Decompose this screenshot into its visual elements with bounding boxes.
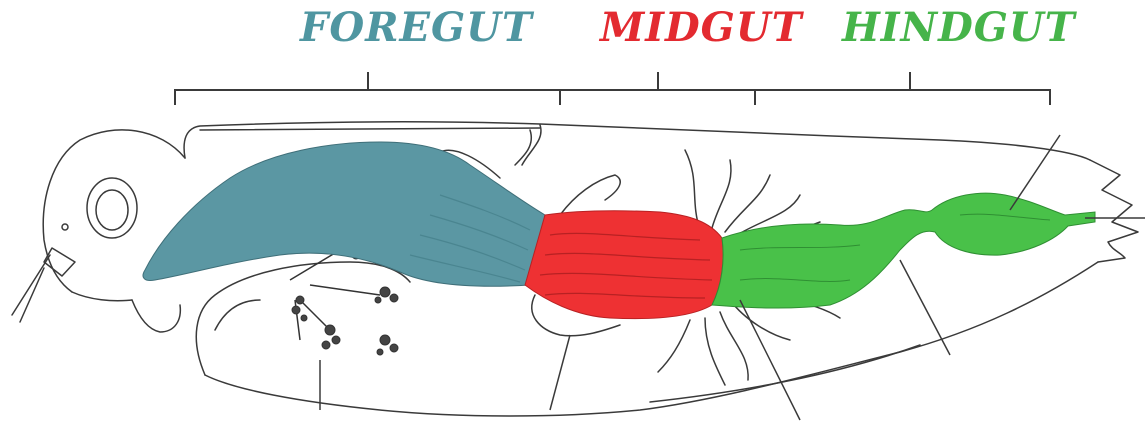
head-spot <box>62 224 68 230</box>
midgut <box>525 211 723 319</box>
foregut-bracket <box>175 72 560 105</box>
foregut <box>143 142 545 286</box>
pointer-line-3 <box>740 300 800 420</box>
hindgut-shape <box>712 193 1095 308</box>
pointer-line-2 <box>550 335 570 410</box>
pointer-line-4 <box>900 260 950 355</box>
eye-outline <box>87 178 137 238</box>
foregut-shape <box>143 142 545 286</box>
hindgut-bracket <box>755 72 1050 105</box>
hindgut <box>712 193 1095 308</box>
section-brackets <box>175 72 1050 105</box>
midgut-shape <box>525 211 723 319</box>
midgut-bracket <box>560 72 755 105</box>
pointer-line-5 <box>1010 135 1060 210</box>
